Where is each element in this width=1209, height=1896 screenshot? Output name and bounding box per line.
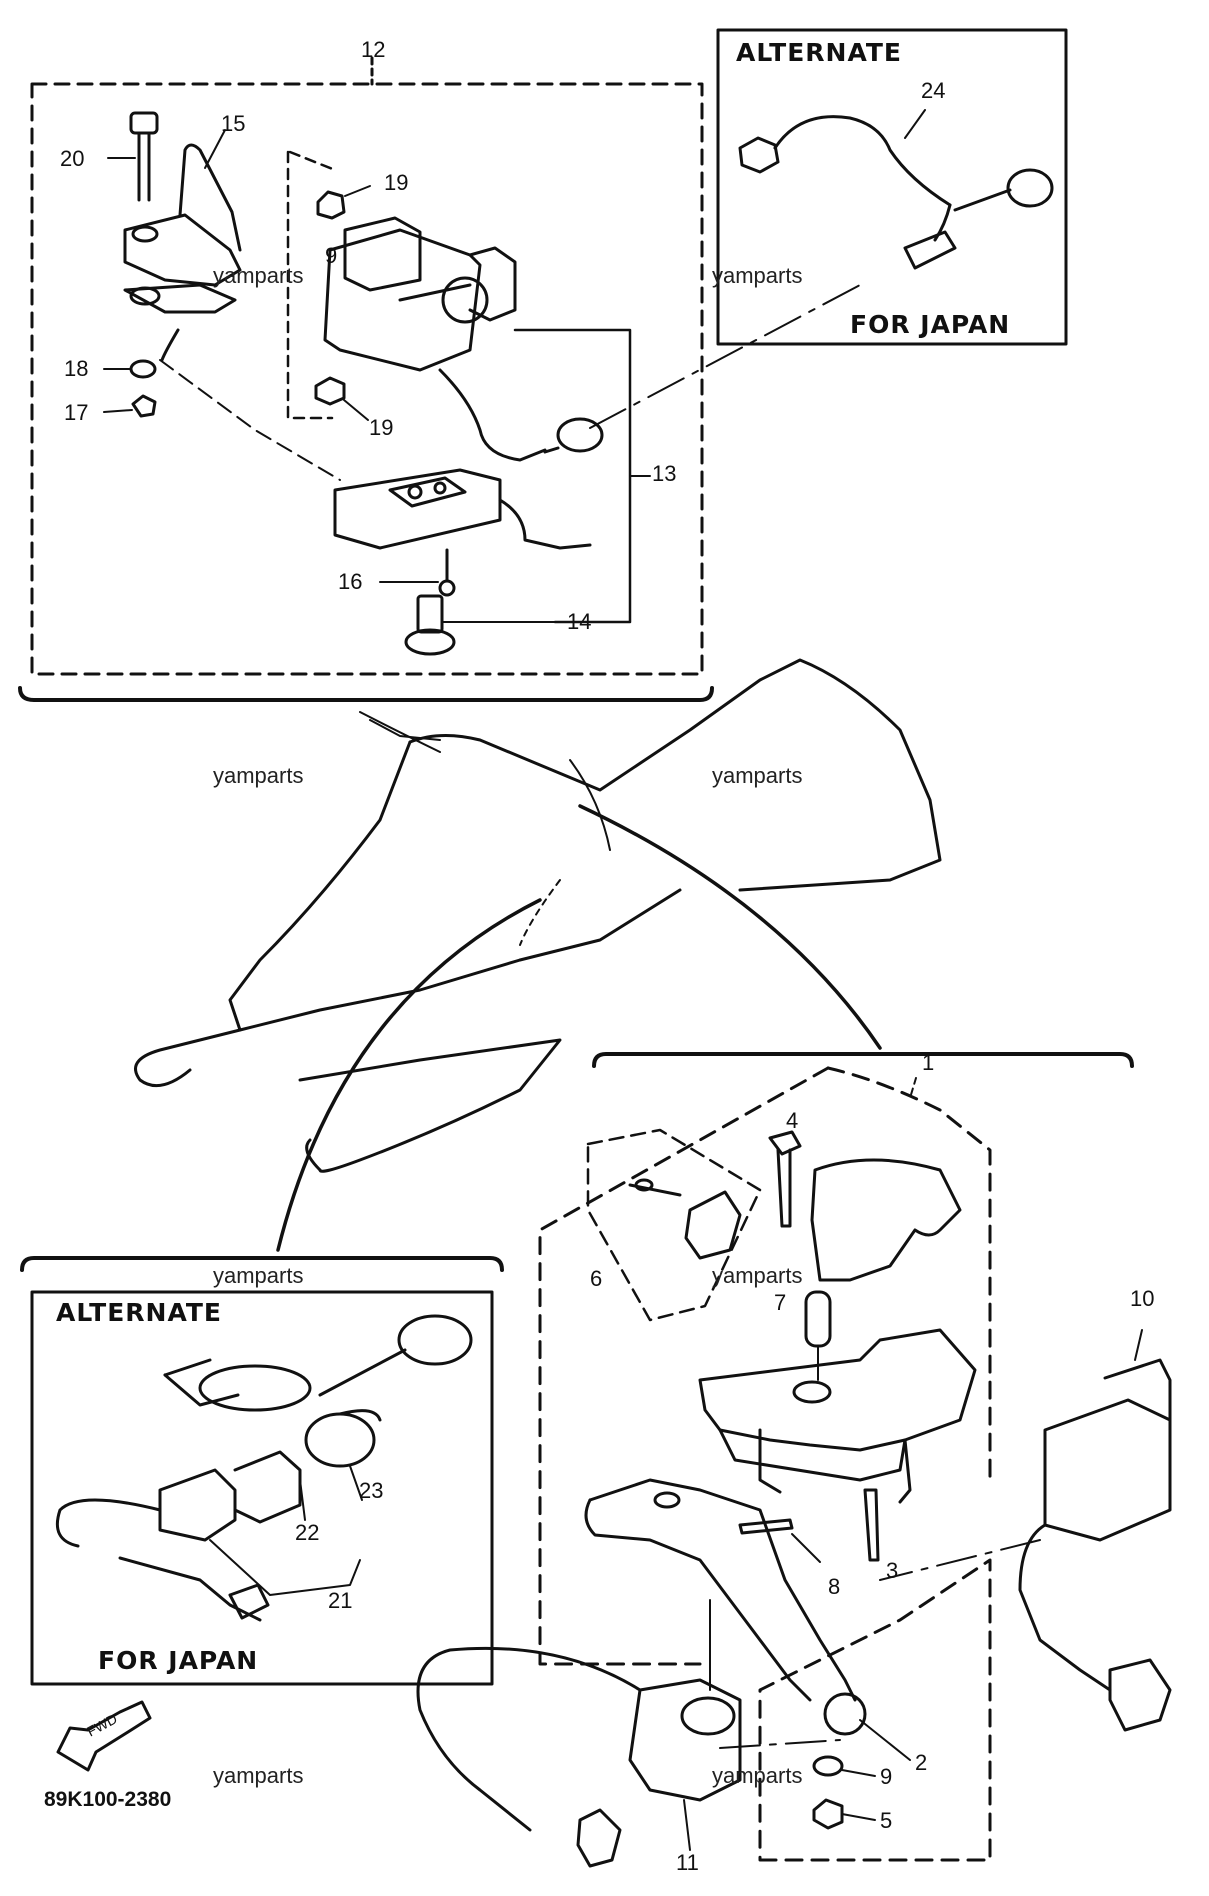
callout-6: 6 [590, 1266, 603, 1291]
callout-24: 24 [921, 78, 946, 103]
screw-8 [738, 1518, 794, 1535]
circuit-box [159, 359, 592, 550]
control-unit-13 [160, 216, 604, 462]
diagram-code: 89K100-2380 [44, 1788, 172, 1811]
callout-16: 16 [338, 569, 363, 594]
bracket-15 [123, 129, 242, 314]
snowmobile-body [134, 658, 942, 1173]
assembly-box-12 [18, 56, 714, 702]
callout-2: 2 [915, 1750, 928, 1775]
washer-18 [129, 359, 157, 379]
alternate-box-21 [20, 1256, 504, 1686]
callout-1: 1 [922, 1050, 935, 1075]
callout-7: 7 [774, 1290, 787, 1315]
callout-12: 12 [361, 37, 386, 62]
for-japan-top: FOR JAPAN [850, 310, 1011, 339]
switch-cable [276, 898, 542, 1252]
key-switch-21 [55, 1314, 473, 1622]
nut-19-upper [316, 185, 371, 220]
callout-22: 22 [295, 1520, 320, 1545]
callout-18: 18 [64, 356, 89, 381]
washer-9 [812, 1755, 844, 1777]
callout-13: 13 [652, 461, 677, 486]
screw-4 [768, 1130, 802, 1228]
callout-19-upper: 19 [384, 170, 409, 195]
callout-19-lower: 19 [369, 415, 394, 440]
callout-11: 11 [676, 1850, 699, 1875]
watermark: yamparts [213, 1263, 304, 1288]
alternate-title-top: ALTERNATE [736, 38, 902, 67]
callout-5: 5 [880, 1808, 893, 1833]
watermark: yamparts [213, 1763, 304, 1788]
watermark: yamparts [213, 763, 304, 788]
wire-harness-24 [738, 109, 1054, 270]
callout-21: 21 [328, 1588, 353, 1613]
callout-10: 10 [1130, 1286, 1155, 1311]
watermark: yamparts [213, 263, 304, 288]
callout-15: 15 [221, 111, 246, 136]
screw-16 [379, 548, 456, 597]
callout-8: 8 [828, 1574, 841, 1599]
callout-17: 17 [64, 400, 89, 425]
callout-14: 14 [567, 609, 592, 634]
watermark: yamparts [712, 763, 803, 788]
throttle-cover [810, 1158, 962, 1282]
watermark: yamparts [712, 1763, 803, 1788]
throttle-lever-2 [584, 1478, 911, 1761]
alternate-title-bottom: ALTERNATE [56, 1298, 222, 1327]
assembly-box-6 [586, 1128, 762, 1322]
watermark: yamparts [712, 1263, 803, 1288]
callout-23: 23 [359, 1478, 384, 1503]
callout-9-lower: 9 [880, 1764, 893, 1789]
bolt-20 [107, 111, 159, 202]
alternate-box-24 [716, 28, 1068, 346]
callout-20: 20 [60, 146, 85, 171]
nut-17 [131, 394, 157, 418]
for-japan-bottom: FOR JAPAN [98, 1646, 259, 1675]
callout-9-upper: 9 [325, 243, 338, 268]
screw-3 [863, 1488, 880, 1562]
pin-7 [804, 1290, 832, 1381]
nut-19-lower [314, 376, 369, 421]
callout-3: 3 [886, 1558, 899, 1583]
callout-4: 4 [786, 1108, 799, 1133]
bracket-13 [513, 328, 651, 624]
fwd-arrow-icon [56, 1700, 152, 1772]
switch-11 [416, 1646, 742, 1868]
assembly-bracket-1 [538, 1052, 1134, 1862]
throttle-cable [578, 804, 882, 1050]
switch-6 [628, 1178, 742, 1260]
bolt-14 [404, 594, 561, 656]
watermark: yamparts [712, 263, 803, 288]
throttle-housing [698, 1328, 977, 1504]
nut-5 [812, 1798, 844, 1830]
switch-unit-10 [1018, 1329, 1172, 1732]
